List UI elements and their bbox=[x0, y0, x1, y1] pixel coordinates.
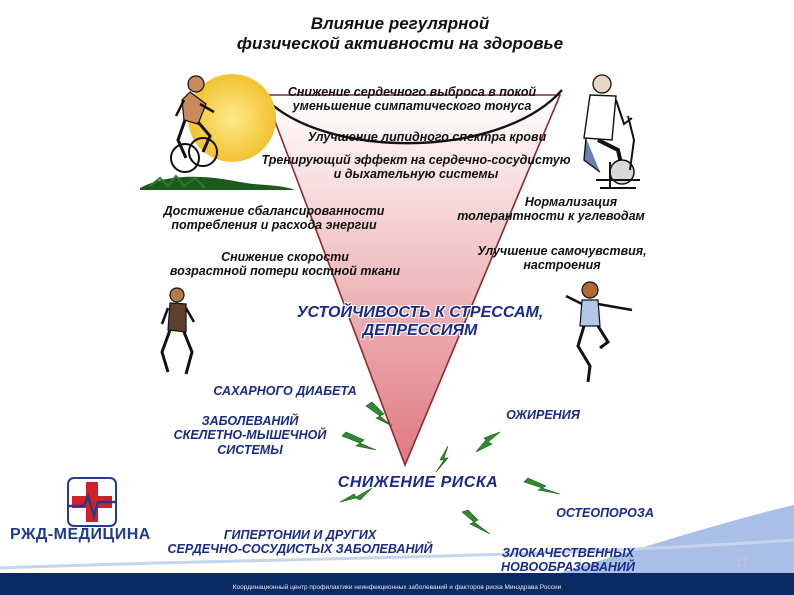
benefit-carb: Нормализация толерантности к углеводам bbox=[436, 195, 666, 224]
stress-resistance: УСТОЙЧИВОСТЬ К СТРЕССАМ, ДЕПРЕССИЯМ bbox=[255, 304, 585, 341]
footer-swoosh bbox=[560, 505, 794, 573]
bolt-hyper bbox=[339, 487, 373, 503]
benefit-training-line-1: Тренирующий эффект на сердечно-сосудисту… bbox=[261, 153, 571, 167]
cyclist-illustration bbox=[140, 74, 295, 190]
benefit-mood-line-2: настроения bbox=[523, 258, 601, 273]
benefit-balance-line-1: Достижение сбалансированности bbox=[163, 204, 385, 218]
page-number: 17 bbox=[735, 555, 749, 569]
risk-diabetes: САХАРНОГО ДИАБЕТА bbox=[213, 384, 357, 398]
brand-logo bbox=[67, 477, 117, 527]
risk-bolts bbox=[339, 401, 561, 535]
footer-swoosh-2 bbox=[0, 538, 794, 570]
risk-cancer-line-1: ЗЛОКАЧЕСТВЕННЫХ bbox=[501, 546, 635, 560]
benefit-training-line-2: и дыхательную системы bbox=[333, 167, 499, 182]
title-line-1: Влияние регулярной bbox=[310, 14, 490, 33]
benefit-balance: Достижение сбалансированности потреблени… bbox=[138, 204, 410, 233]
runner-illustration bbox=[160, 287, 196, 375]
bolt-top bbox=[435, 445, 449, 473]
footer-bar bbox=[0, 573, 794, 595]
benefit-bone-line-2: возрастной потери костной ткани bbox=[169, 264, 401, 279]
benefit-carb-line-2: толерантности к углеводам bbox=[457, 209, 645, 224]
benefit-bone-line-1: Снижение скорости bbox=[221, 250, 349, 264]
funnel-triangle bbox=[263, 94, 562, 468]
risk-obesity: ОЖИРЕНИЯ bbox=[506, 408, 580, 422]
risk-cancer: ЗЛОКАЧЕСТВЕННЫХ НОВООБРАЗОВАНИЙ bbox=[480, 546, 656, 575]
bolt-diabetes bbox=[365, 401, 393, 427]
brand-name: РЖД-МЕДИЦИНА bbox=[10, 526, 151, 543]
benefit-mood: Улучшение самочувствия, настроения bbox=[452, 244, 672, 273]
exercise-bike-illustration bbox=[583, 74, 640, 189]
benefit-cardiac: Снижение сердечного выброса в покой умен… bbox=[262, 85, 562, 114]
stress-line-1: УСТОЙЧИВОСТЬ К СТРЕССАМ, bbox=[296, 304, 544, 321]
risk-hyper-line-2: СЕРДЕЧНО-СОСУДИСТЫХ ЗАБОЛЕВАНИЙ bbox=[167, 542, 433, 557]
benefit-bone: Снижение скорости возрастной потери кост… bbox=[140, 250, 430, 279]
footer-text: Координационный центр профилактики неинф… bbox=[232, 584, 562, 591]
risk-hypertension: ГИПЕРТОНИИ И ДРУГИХ СЕРДЕЧНО-СОСУДИСТЫХ … bbox=[140, 528, 460, 557]
benefit-cardiac-line-2: уменьшение симпатического тонуса bbox=[292, 99, 532, 114]
benefit-carb-line-1: Нормализация bbox=[524, 195, 618, 209]
risk-label: СНИЖЕНИЕ РИСКА bbox=[337, 474, 499, 491]
risk-osteoporosis: ОСТЕОПОРОЗА bbox=[556, 506, 654, 520]
risk-musculo-line-3: СИСТЕМЫ bbox=[217, 442, 283, 457]
bolt-musculo bbox=[341, 431, 377, 451]
risk-musculoskeletal: ЗАБОЛЕВАНИЙ СКЕЛЕТНО-МЫШЕЧНОЙ СИСТЕМЫ bbox=[150, 414, 350, 457]
risk-hyper-line-1: ГИПЕРТОНИИ И ДРУГИХ bbox=[223, 528, 377, 542]
stress-line-2: ДЕПРЕССИЯМ bbox=[362, 322, 478, 340]
title-line-2: физической активности на здоровье bbox=[236, 33, 564, 53]
bolt-cancer bbox=[461, 509, 491, 535]
bolt-osteo bbox=[523, 477, 561, 495]
risk-cancer-line-2: НОВООБРАЗОВАНИЙ bbox=[501, 560, 635, 575]
benefit-lipid: Улучшение липидного спектра крови bbox=[307, 130, 547, 144]
benefit-balance-line-2: потребления и расхода энергии bbox=[171, 218, 377, 233]
benefit-mood-line-1: Улучшение самочувствия, bbox=[477, 244, 647, 258]
slide-title: Влияние регулярной физической активности… bbox=[170, 14, 630, 53]
risk-musculo-line-2: СКЕЛЕТНО-МЫШЕЧНОЙ bbox=[173, 428, 327, 443]
dancer-illustration bbox=[565, 281, 633, 383]
bolt-obesity bbox=[475, 431, 501, 453]
funnel-curve bbox=[261, 89, 563, 145]
risk-musculo-line-1: ЗАБОЛЕВАНИЙ bbox=[201, 414, 299, 428]
benefit-cardiac-line-1: Снижение сердечного выброса в покой bbox=[287, 85, 537, 99]
benefit-training: Тренирующий эффект на сердечно-сосудисту… bbox=[226, 153, 606, 182]
